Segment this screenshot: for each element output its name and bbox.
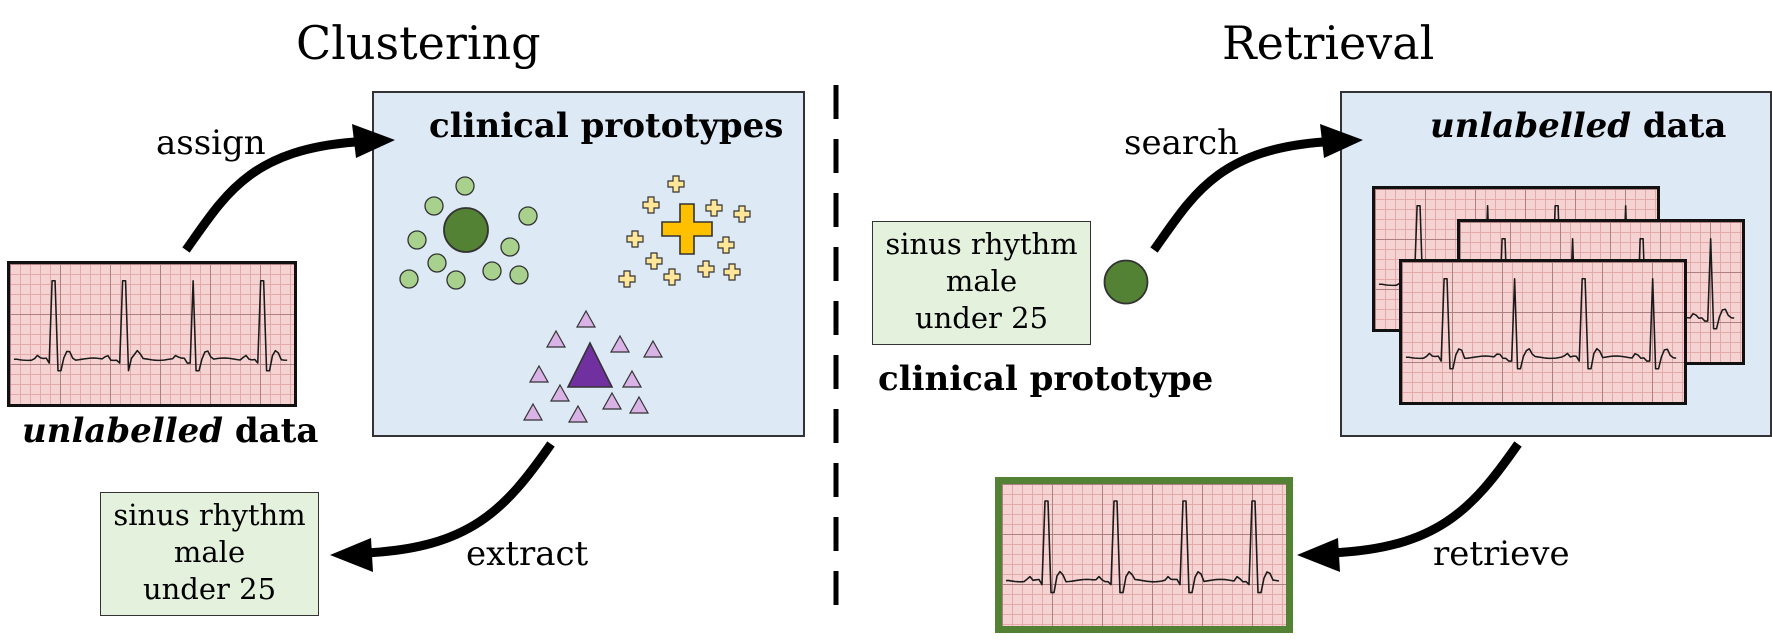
purple-point [628,395,650,414]
green-circle-cluster [399,176,538,290]
query-label-line: under 25 [914,301,1049,335]
retrieval-title: Retrieval [1222,16,1435,70]
clinical-prototypes-panel: clinical prototypes [372,91,805,437]
orange-point [663,268,681,286]
orange-point [733,205,751,223]
input-data-caption: unlabelled data [22,414,318,448]
ecg-trace [1405,278,1677,370]
orange-point [626,230,644,248]
green-point [446,270,466,290]
section-divider [833,85,839,622]
purple-point [609,334,631,353]
input-caption-rest: data [223,411,319,451]
purple-point [575,309,597,328]
query-prototype-point [1103,259,1149,305]
extracted-label-line: sinus rhythm [113,498,306,532]
query-prototype-label: sinus rhythm male under 25 [872,221,1091,345]
assign-label: assign [156,123,266,163]
orange-point [723,263,741,281]
green-point [407,230,427,250]
purple-point [567,404,589,423]
purple-triangle-cluster [522,309,664,423]
extracted-label-line: male [173,535,246,569]
input-caption-italic: unlabelled [22,411,224,451]
orange-prototype-centroid [661,203,713,255]
extracted-label-line: under 25 [142,572,277,606]
orange-point [645,252,663,270]
orange-point [642,196,660,214]
unlabelled-data-panel: unlabelled data [1340,91,1772,437]
input-ecg-strip [7,261,297,407]
orange-point [717,236,735,254]
clinical-prototypes-title: clinical prototypes [429,106,784,146]
green-point [399,269,419,289]
green-point [424,196,444,216]
green-prototype-centroid [443,207,489,253]
purple-point [549,383,571,402]
ecg-strip-front [1399,259,1687,405]
query-label-line: male [945,264,1018,298]
green-point [518,206,538,226]
orange-point [697,260,715,278]
green-point [427,253,447,273]
cluster-plot [399,175,751,423]
unlabelled-title-rest: data [1631,106,1727,146]
purple-point [642,339,664,358]
query-label-line: sinus rhythm [885,227,1078,261]
unlabelled-data-title: unlabelled data [1430,109,1726,143]
purple-point [522,402,544,421]
search-label: search [1124,123,1240,163]
unlabelled-title-italic: unlabelled [1430,106,1632,146]
orange-plus-cluster [618,175,751,288]
extracted-prototype-label: sinus rhythm male under 25 [100,492,319,616]
purple-point [545,329,567,348]
purple-point [528,364,550,383]
retrieved-ecg-strip [995,477,1293,633]
green-point [509,265,529,285]
orange-point [618,270,636,288]
purple-point [621,369,643,388]
purple-prototype-centroid [566,341,614,388]
green-point [500,237,520,257]
green-point [455,176,475,196]
extract-label: extract [466,534,589,574]
ecg-trace [13,280,288,372]
ecg-trace [1006,500,1280,594]
orange-point [705,199,723,217]
orange-point [667,175,685,193]
query-prototype-caption: clinical prototype [878,359,1214,399]
green-point [482,261,502,281]
retrieve-label: retrieve [1433,534,1570,574]
purple-point [601,391,623,410]
clustering-title: Clustering [296,16,541,70]
